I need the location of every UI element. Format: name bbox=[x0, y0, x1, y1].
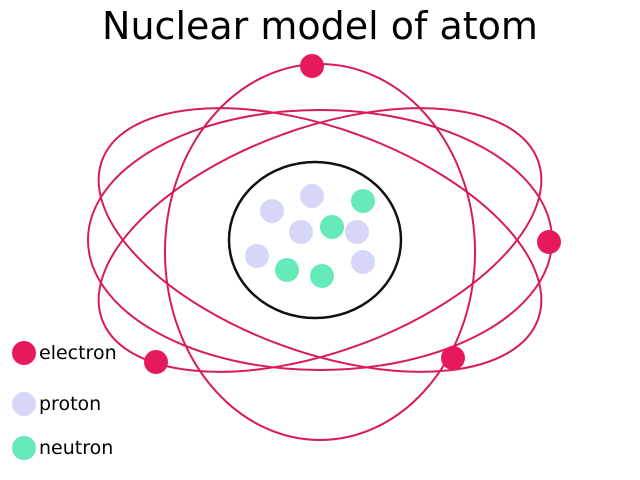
electron bbox=[300, 54, 324, 78]
electron bbox=[441, 346, 465, 370]
legend-item-neutron: neutron bbox=[12, 433, 113, 463]
legend-label-neutron: neutron bbox=[39, 437, 114, 459]
orbit-tilted-left bbox=[97, 107, 543, 373]
legend-label-proton: proton bbox=[39, 393, 102, 415]
neutron bbox=[351, 189, 375, 213]
electrons bbox=[144, 54, 561, 374]
proton-legend-dot bbox=[12, 392, 36, 416]
neutron bbox=[310, 264, 334, 288]
page-title: Nuclear model of atom bbox=[102, 4, 538, 48]
legend-item-proton: proton bbox=[12, 389, 101, 419]
neutron-legend-dot bbox=[12, 436, 36, 460]
proton bbox=[289, 220, 313, 244]
legend-label-electron: electron bbox=[39, 342, 117, 364]
proton bbox=[345, 220, 369, 244]
electron bbox=[537, 230, 561, 254]
electron-legend-dot bbox=[12, 341, 36, 365]
proton bbox=[245, 244, 269, 268]
proton bbox=[260, 199, 284, 223]
legend-item-electron: electron bbox=[12, 338, 117, 368]
neutron bbox=[320, 215, 344, 239]
nucleus-particles bbox=[245, 184, 375, 288]
proton bbox=[300, 184, 324, 208]
orbit-tilted-right bbox=[97, 107, 543, 373]
proton bbox=[351, 250, 375, 274]
electron bbox=[144, 350, 168, 374]
neutron bbox=[275, 258, 299, 282]
